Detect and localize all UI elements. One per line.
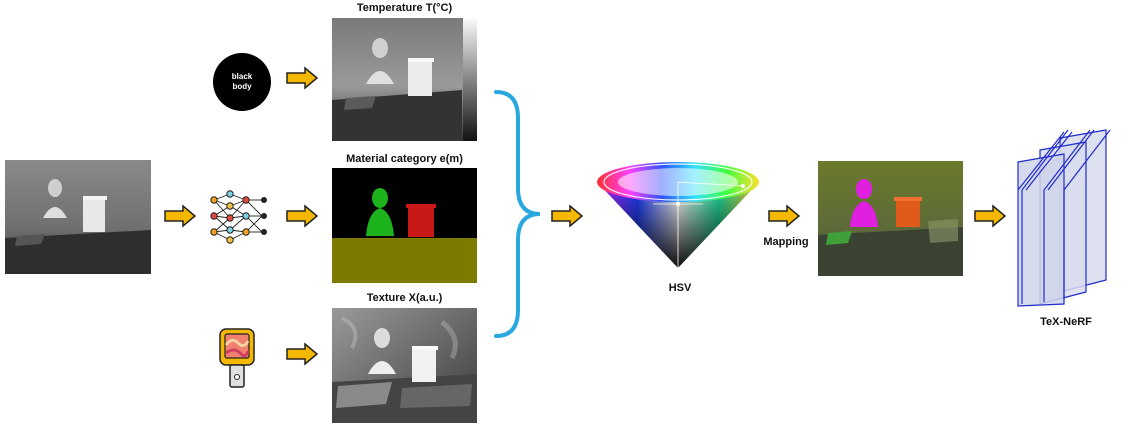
mapped-image xyxy=(818,161,963,276)
temperature-title: Temperature T(°C) xyxy=(356,2,453,14)
arrow-to-texture xyxy=(286,342,319,366)
hsv-label: HSV xyxy=(668,282,692,294)
mapping-label: Mapping xyxy=(763,236,809,248)
tex-nerf-label: TeX-NeRF xyxy=(1040,316,1092,328)
texture-title: Texture X(a.u.) xyxy=(366,292,443,304)
arrow-mapping xyxy=(768,204,801,228)
arrow-to-network xyxy=(164,204,197,228)
black-body-label-line2: body xyxy=(232,82,252,91)
arrow-to-hsv xyxy=(551,204,584,228)
nerf-volume-planes xyxy=(1017,129,1111,307)
combine-brace xyxy=(494,90,541,338)
black-body-label-line1: black xyxy=(231,72,253,81)
arrow-to-temperature xyxy=(286,66,319,90)
temperature-image xyxy=(332,18,477,141)
texture-image xyxy=(332,308,477,423)
hsv-cone-icon xyxy=(597,162,759,268)
arrow-to-nerf xyxy=(974,204,1007,228)
neural-network-icon xyxy=(210,190,267,244)
input-thermal-image xyxy=(5,160,151,274)
material-image xyxy=(332,168,477,283)
black-body-disc: black body xyxy=(213,53,271,111)
arrow-to-material xyxy=(286,204,319,228)
thermal-camera-icon xyxy=(219,328,255,388)
material-title: Material category e(m) xyxy=(346,153,463,165)
